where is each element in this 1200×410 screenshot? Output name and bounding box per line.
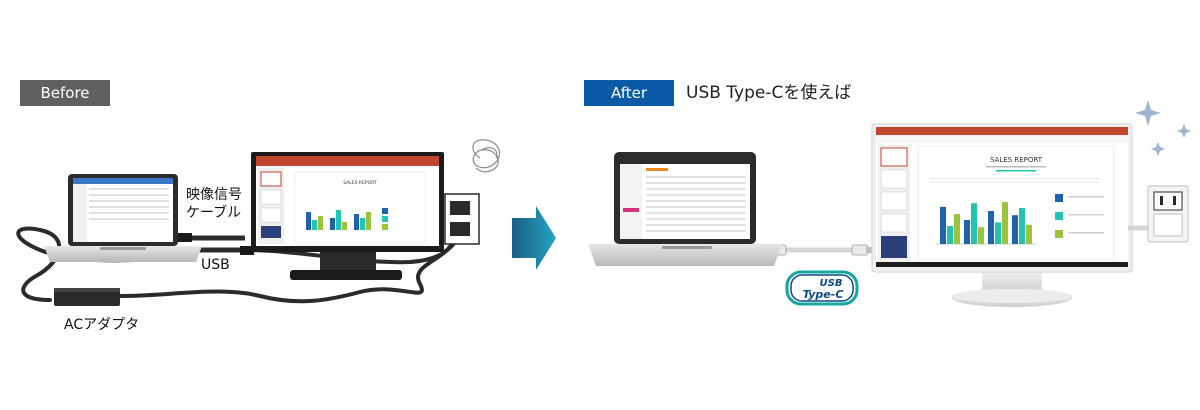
power-outlet-icon: [444, 193, 480, 245]
ac-adapter: [54, 288, 120, 306]
legend-swatch-3: [1055, 230, 1063, 238]
chart-bar: [995, 222, 1001, 244]
after-monitor: SALES REPORT: [871, 123, 1133, 273]
video-cable-label: 映像信号 ケーブル: [186, 187, 242, 221]
after-monitor-stand: [952, 270, 1072, 307]
ac-adapter-label: ACアダプタ: [64, 317, 140, 333]
sparkle-icon: [1135, 100, 1191, 156]
before-mini-chart: [306, 208, 388, 230]
video-connector: [178, 233, 192, 242]
legend-swatch-1: [1055, 194, 1063, 202]
sales-bar-chart: [936, 202, 1036, 245]
chart-bar: [964, 220, 970, 244]
tangled-cable-icon: [472, 139, 501, 173]
after-laptop: [588, 152, 782, 266]
chart-bar: [971, 203, 977, 244]
usb-label: USB: [201, 257, 230, 273]
legend-swatch-2: [1055, 212, 1063, 220]
chart-bar: [988, 211, 994, 244]
chart-bar: [1026, 224, 1032, 244]
before-monitor-stand: [290, 250, 402, 280]
chart-bar: [954, 214, 960, 244]
before-tag: Before: [20, 80, 110, 106]
badge-line2: Type-C: [803, 288, 844, 301]
arrow-right-icon: [512, 206, 556, 270]
after-caption: USB Type-Cを使えば: [686, 83, 852, 103]
chart-bar: [1019, 208, 1025, 244]
after-tag: After: [584, 80, 674, 106]
before-monitor: SALES REPORT: [251, 152, 444, 252]
chart-bar: [1012, 215, 1018, 244]
before-laptop: [44, 174, 202, 262]
chart-bar: [978, 227, 984, 244]
chart-bar: [940, 206, 946, 244]
badge-line1: USB: [820, 278, 843, 289]
after-screen-title: SALES REPORT: [990, 156, 1043, 164]
chart-bar: [947, 226, 953, 244]
chart-bar: [1002, 202, 1008, 244]
usb-connector: [240, 246, 254, 255]
usb-c-cable: [771, 244, 876, 256]
before-screen-title: SALES REPORT: [343, 180, 377, 186]
power-outlet-icon: [1128, 185, 1189, 243]
usb-type-c-badge: USB Type-C: [785, 270, 859, 306]
